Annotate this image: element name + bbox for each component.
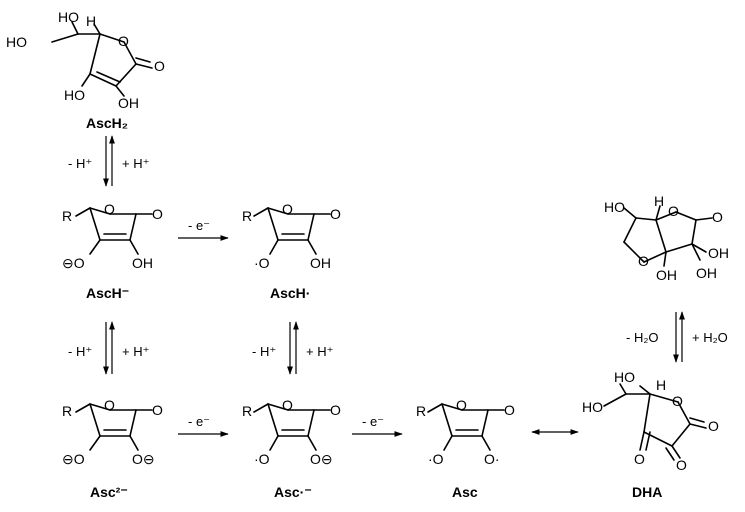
asc-2minus-anion-o-left: ⊖O xyxy=(62,451,85,467)
cond-minus-proton-2: - H⁺ xyxy=(68,344,92,359)
dha-primary-oh: HO xyxy=(582,399,603,415)
dha-carbonyl-o-1: O xyxy=(708,418,719,434)
asch2-enol-oh-right: OH xyxy=(118,95,139,111)
equilibrium-asch-asc2: - H⁺ + H⁺ xyxy=(68,321,149,375)
asch-radical-r: R xyxy=(242,208,252,224)
asc-o-right: O· xyxy=(484,451,500,467)
dha-hydrate-oh-2: OH xyxy=(708,245,729,261)
asch2-primary-oh: HO xyxy=(6,34,27,50)
dha-hydrate-h: H xyxy=(654,193,664,209)
dha-hydrate-carbonyl-o: O xyxy=(712,209,723,225)
equilibrium-asch-radical: - H⁺ + H⁺ xyxy=(252,321,333,375)
dha-ring-o: O xyxy=(672,393,683,409)
dha-hydrate-ring-o-1: O xyxy=(668,203,679,219)
equilibrium-dha-hydrate: - H₂O + H₂O xyxy=(626,311,728,363)
asc-2minus-ring-o: O xyxy=(104,397,115,413)
asch2-carbonyl-o: O xyxy=(154,58,165,74)
oxidation-asc-2minus: - e⁻ xyxy=(178,414,229,437)
cond-plus-proton-1: + H⁺ xyxy=(122,156,149,171)
asch2-enol-oh-left: HO xyxy=(64,87,85,103)
asch-minus-anion-o: ⊖O xyxy=(62,255,85,271)
asch-radical-label: AscH· xyxy=(270,285,310,301)
asc-radical-anion-label: Asc·⁻ xyxy=(274,484,312,500)
asc-carbonyl-o: O xyxy=(504,402,515,418)
asch2-structure: O O H HO HO HO OH AscH₂ xyxy=(6,9,165,131)
asc-radical-anion-structure: R O O ·O O⊖ Asc·⁻ xyxy=(242,397,341,500)
asc-2minus-carbonyl-o: O xyxy=(152,402,163,418)
asc-radical-anion-r: R xyxy=(242,403,252,419)
dha-carbonyl-o-2: O xyxy=(634,451,645,467)
asch-minus-label: AscH⁻ xyxy=(86,285,129,301)
asch-minus-oh: OH xyxy=(132,255,153,271)
asch-radical-o: ·O xyxy=(254,255,270,271)
dha-structure: O O O O H HO HO DHA xyxy=(582,369,719,500)
dha-hydrate-ring-o-2: O xyxy=(638,253,649,269)
asc-ring-o: O xyxy=(456,397,467,413)
asch-minus-r: R xyxy=(62,208,72,224)
cond-minus-water: - H₂O xyxy=(626,330,659,345)
asch2-side-oh: HO xyxy=(58,9,79,25)
asch2-label: AscH₂ xyxy=(86,115,128,131)
asc-radical-anion-ring-o: O xyxy=(282,397,293,413)
dha-hydrate-oh-3: OH xyxy=(696,265,717,281)
asc-radical-anion-carbonyl-o: O xyxy=(330,402,341,418)
asc-2minus-anion-o-right: O⊖ xyxy=(132,451,155,467)
cond-plus-water: + H₂O xyxy=(692,330,728,345)
equilibrium-asch2-asch: - H⁺ + H⁺ xyxy=(68,135,149,187)
oxidation-asch-minus: - e⁻ xyxy=(178,218,229,241)
cond-plus-proton-2: + H⁺ xyxy=(122,344,149,359)
cond-minus-electron-2: - e⁻ xyxy=(188,414,210,429)
asch-radical-carbonyl-o: O xyxy=(330,206,341,222)
cond-minus-electron-3: - e⁻ xyxy=(362,414,384,429)
asc-r: R xyxy=(416,403,426,419)
asch2-h: H xyxy=(86,13,96,29)
asc-label: Asc xyxy=(452,484,478,500)
asc-radical-anion-o-left: ·O xyxy=(254,451,270,467)
asch-radical-oh: OH xyxy=(310,255,331,271)
asch-minus-structure: R O O ⊖O OH AscH⁻ xyxy=(62,201,163,301)
asch-minus-ring-o: O xyxy=(104,201,115,217)
asc-2minus-structure: R O O ⊖O O⊖ Asc²⁻ xyxy=(62,397,163,500)
dha-hydrate-oh-1: HO xyxy=(604,199,625,215)
dha-label: DHA xyxy=(632,484,662,500)
asc-radical-anion-o-right: O⊖ xyxy=(310,451,333,467)
asc-2minus-label: Asc²⁻ xyxy=(90,484,128,500)
dha-hydrate-structure: O O O HO H OH OH OH xyxy=(604,193,729,283)
asc-o-left: ·O xyxy=(428,451,444,467)
asch2-ring-o: O xyxy=(118,33,129,49)
asc-2minus-r: R xyxy=(62,403,72,419)
oxidation-asc-radical: - e⁻ xyxy=(352,414,403,437)
asch-minus-carbonyl-o: O xyxy=(152,206,163,222)
dha-side-oh: HO xyxy=(614,369,635,385)
dha-h: H xyxy=(656,377,666,393)
asch-radical-ring-o: O xyxy=(282,201,293,217)
asch-radical-structure: R O O ·O OH AscH· xyxy=(242,201,341,301)
dha-carbonyl-o-3: O xyxy=(676,457,687,473)
dha-hydrate-oh-4: OH xyxy=(656,267,677,283)
asc-structure: R O O ·O O· Asc xyxy=(416,397,515,500)
cond-minus-proton-3: - H⁺ xyxy=(252,344,276,359)
cond-minus-proton-1: - H⁺ xyxy=(68,156,92,171)
cond-plus-proton-3: + H⁺ xyxy=(306,344,333,359)
cond-minus-electron-1: - e⁻ xyxy=(188,218,210,233)
